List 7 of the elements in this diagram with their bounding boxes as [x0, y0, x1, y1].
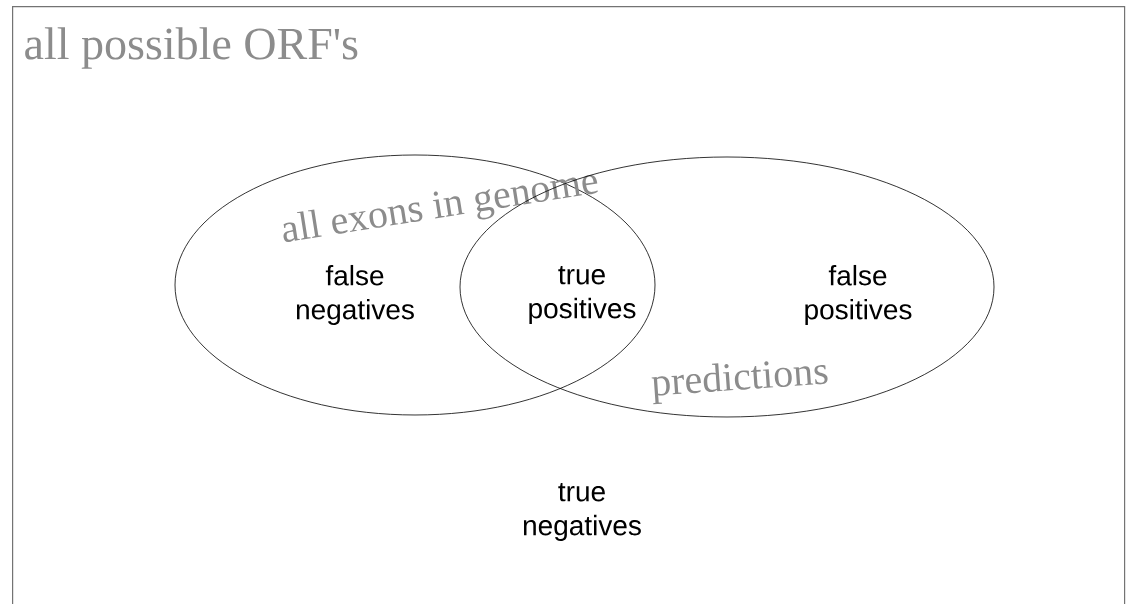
region-label: true positives	[529, 266, 636, 324]
set-label: predictions	[651, 361, 828, 405]
set-label: all exons in genome	[283, 174, 598, 243]
region-label: false positives	[805, 264, 912, 326]
heading: all possible ORF's	[25, 27, 358, 69]
region-label: true negatives	[523, 483, 641, 541]
region-label: false negatives	[296, 264, 414, 326]
